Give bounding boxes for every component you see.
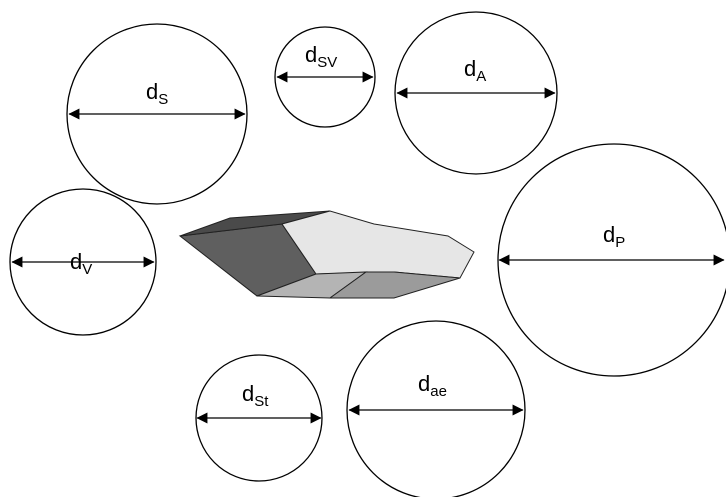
- diameter-da-group: dA: [394, 11, 558, 175]
- label-ds-base: d: [146, 79, 158, 104]
- diameter-dae-group: dae: [346, 320, 526, 497]
- label-ds-subscript: S: [158, 91, 168, 108]
- circle-dae: [346, 320, 526, 497]
- label-da-base: d: [464, 56, 476, 81]
- label-dv-subscript: V: [82, 261, 92, 278]
- diameter-dv-group: dV: [9, 188, 157, 336]
- label-dae-base: d: [418, 371, 430, 396]
- irregular-particle: [178, 210, 475, 299]
- label-dst: dSt: [242, 381, 269, 410]
- diameter-dp-group: dP: [497, 143, 726, 377]
- label-ds: dS: [146, 79, 168, 108]
- label-dsv: dSV: [305, 42, 337, 71]
- label-dst-base: d: [242, 381, 254, 406]
- label-dp-base: d: [603, 222, 615, 247]
- label-dsv-base: d: [305, 42, 317, 67]
- label-dae: dae: [418, 371, 447, 400]
- label-dst-subscript: St: [254, 393, 269, 410]
- label-dv: dV: [70, 249, 92, 278]
- diameter-ds-group: dS: [66, 23, 248, 205]
- label-da-subscript: A: [476, 68, 486, 85]
- label-dsv-subscript: SV: [317, 54, 337, 71]
- diameter-dsv-group: dSV: [274, 26, 376, 128]
- label-dae-subscript: ae: [430, 383, 447, 400]
- label-dp-subscript: P: [615, 234, 625, 251]
- diameter-dst-group: dSt: [195, 354, 323, 482]
- particle-face-bottom-right: [328, 271, 461, 299]
- label-dv-base: d: [70, 249, 82, 274]
- label-da: dA: [464, 56, 486, 85]
- label-dp: dP: [603, 222, 625, 251]
